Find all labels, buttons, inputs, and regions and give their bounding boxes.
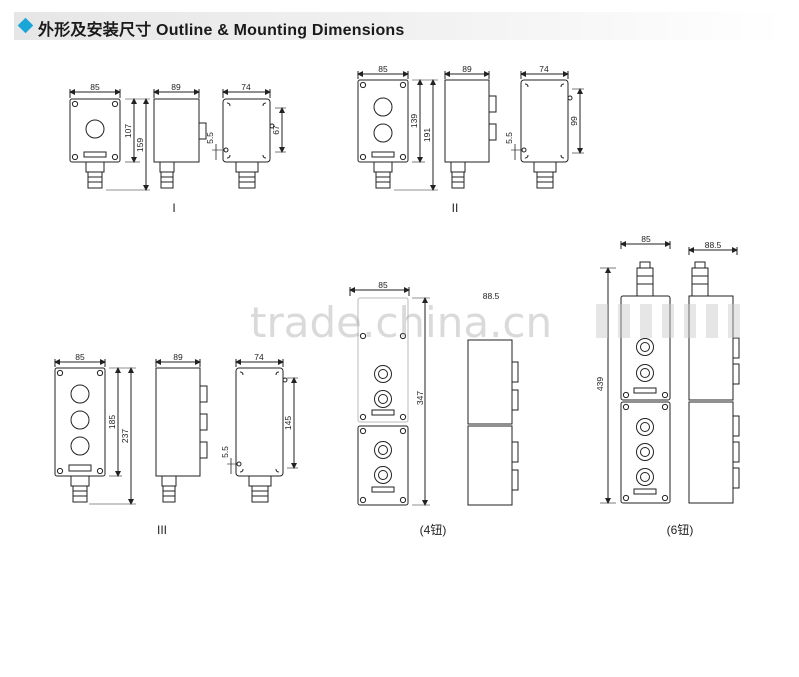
fig3-width-back: 74 [254,352,264,362]
fig3-offset: 5.5 [220,446,230,458]
fig1-width-back: 74 [241,82,251,92]
figure-6-buttons [600,241,740,504]
fig2-width-back: 74 [539,64,549,74]
fig1-caption: I [172,201,175,215]
fig6-caption: (6钮) [667,522,694,537]
figure-2 [357,71,584,191]
section-header: 外形及安装尺寸 Outline & Mounting Dimensions [0,12,799,40]
fig2-depth-side: 89 [462,64,472,74]
fig3-height-mount: 145 [283,416,293,430]
fig1-height-total: 159 [135,138,145,152]
fig2-height-total: 191 [422,128,432,142]
figure-3 [54,359,298,505]
fig6-width-front: 85 [641,234,651,244]
fig1-height-mount: 67 [271,125,281,135]
fig4-caption: (4钮) [420,522,447,537]
watermark: trade.china.cn [250,298,553,347]
fig6-height-total: 439 [595,377,605,391]
fig1-offset: 5.5 [205,132,215,144]
fig2-height-inner: 139 [409,114,419,128]
fig2-offset: 5.5 [504,132,514,144]
fig3-caption: III [157,523,167,537]
fig4-width-front: 85 [378,280,388,290]
section-title: 外形及安装尺寸 Outline & Mounting Dimensions [38,22,405,39]
fig1-width-front: 85 [90,82,100,92]
figure-1 [69,89,286,191]
fig3-width-front: 85 [75,352,85,362]
fig3-depth-side: 89 [173,352,183,362]
fig1-height-inner: 107 [123,124,133,138]
header-bar [14,12,784,40]
watermark-blur [596,304,746,338]
figure-4-buttons [349,287,519,506]
fig2-caption: II [452,201,459,215]
fig2-width-front: 85 [378,64,388,74]
fig6-depth-side: 88.5 [705,240,722,250]
fig4-height-total: 347 [415,391,425,405]
fig3-height-inner: 185 [107,415,117,429]
fig2-height-mount: 99 [569,116,579,126]
fig3-height-total: 237 [120,429,130,443]
fig4-depth-side: 88.5 [483,291,500,301]
fig1-depth-side: 89 [171,82,181,92]
